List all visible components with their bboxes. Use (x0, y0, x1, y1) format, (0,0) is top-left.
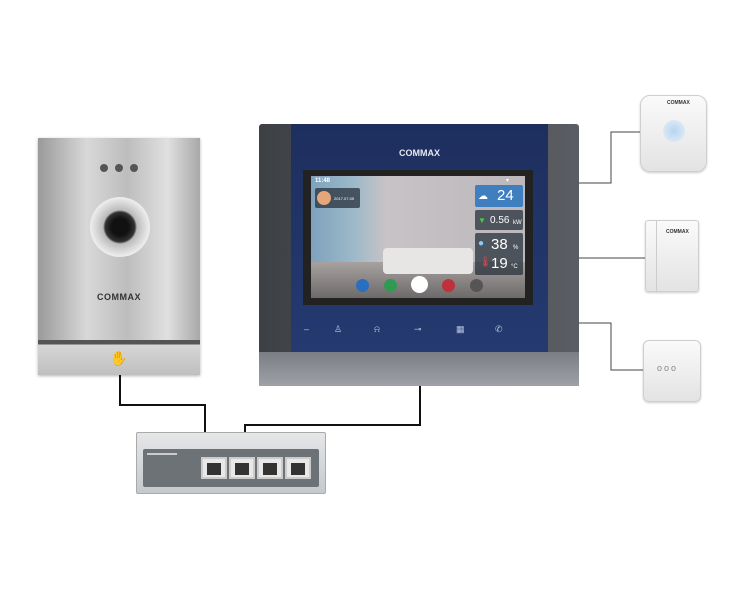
bell-key-icon[interactable]: ⍾ (374, 324, 380, 334)
ethernet-port (201, 457, 227, 479)
notification-card[interactable]: 2017.07.05 (315, 188, 360, 208)
alarm-button[interactable] (442, 279, 455, 292)
humidity-unit: % (513, 245, 519, 251)
clock: 11:48 (315, 178, 331, 184)
power-unit: kW (513, 220, 522, 226)
monitor-key-icon[interactable]: ♙ (334, 324, 343, 334)
motion-sensor: COMMAX (640, 95, 707, 172)
poe-switch (136, 432, 326, 494)
button-leds-icon: ooo (657, 363, 679, 373)
led-icon (100, 164, 108, 172)
monitor-bottom-bezel (259, 352, 579, 386)
door-station-logo: COMMAX (97, 292, 141, 302)
door-open-key-icon[interactable]: ⊸ (414, 324, 422, 334)
cloud-icon: ☁ (478, 191, 488, 202)
door-station: COMMAX ✋ (38, 138, 200, 375)
led-icon (115, 164, 123, 172)
minus-key-icon[interactable]: – (304, 324, 310, 334)
switch-module: ooo (643, 340, 701, 402)
humidity-value: 38 (491, 236, 508, 253)
led-icon (130, 164, 138, 172)
wire-monitor-to-motion-sensor (579, 131, 640, 184)
ethernet-port (285, 457, 311, 479)
call-button-icon[interactable]: ✋ (110, 350, 128, 366)
video-monitor: COMMAX 11:48 ▾ 2017.07.05 ☁ 24 ▼ 0.56 (259, 124, 579, 386)
humidity-icon: ● (478, 238, 485, 249)
switch-front-panel (143, 449, 319, 487)
wire-door-to-switch (119, 375, 206, 455)
weather-card[interactable]: ☁ 24 (475, 185, 523, 207)
power-card[interactable]: ▼ 0.56 kW (475, 210, 523, 230)
power-value: 0.56 (490, 215, 510, 226)
notification-date: 2017.07.05 (334, 196, 355, 201)
monitor-logo: COMMAX (399, 148, 440, 158)
switch-label (147, 453, 177, 455)
ethernet-port (257, 457, 283, 479)
motion-sensor-logo: COMMAX (667, 100, 690, 106)
door-sensor-logo: COMMAX (666, 229, 689, 235)
call-button-panel[interactable]: ✋ (38, 340, 200, 375)
menu-button[interactable] (470, 279, 483, 292)
wire-monitor-to-switch-module (579, 322, 643, 371)
climate-card[interactable]: ● 38 % 🌡 19 °C (475, 233, 523, 275)
ethernet-port (229, 457, 255, 479)
thermometer-icon: 🌡 (479, 257, 492, 268)
home-button[interactable] (411, 276, 428, 293)
pir-lens-icon (663, 120, 685, 142)
wifi-icon: ▾ (506, 178, 510, 184)
menu-key-icon[interactable]: ▦ (456, 324, 465, 334)
phone-key-icon[interactable]: ✆ (495, 324, 503, 334)
visitor-button[interactable] (356, 279, 369, 292)
monitor-screen[interactable]: 11:48 ▾ 2017.07.05 ☁ 24 ▼ 0.56 kW ● 38 (303, 170, 533, 305)
camera-lens-icon (90, 197, 150, 257)
call-button[interactable] (384, 279, 397, 292)
home-screen: 11:48 ▾ 2017.07.05 ☁ 24 ▼ 0.56 kW ● 38 (311, 176, 525, 298)
weather-temp: 24 (497, 187, 514, 204)
door-sensor: COMMAX (645, 220, 699, 292)
avatar (317, 191, 331, 205)
room-sofa (383, 248, 473, 274)
temperature-unit: °C (511, 264, 518, 270)
temperature-value: 19 (491, 255, 508, 272)
power-icon: ▼ (478, 216, 486, 225)
sensor-split (656, 221, 657, 291)
